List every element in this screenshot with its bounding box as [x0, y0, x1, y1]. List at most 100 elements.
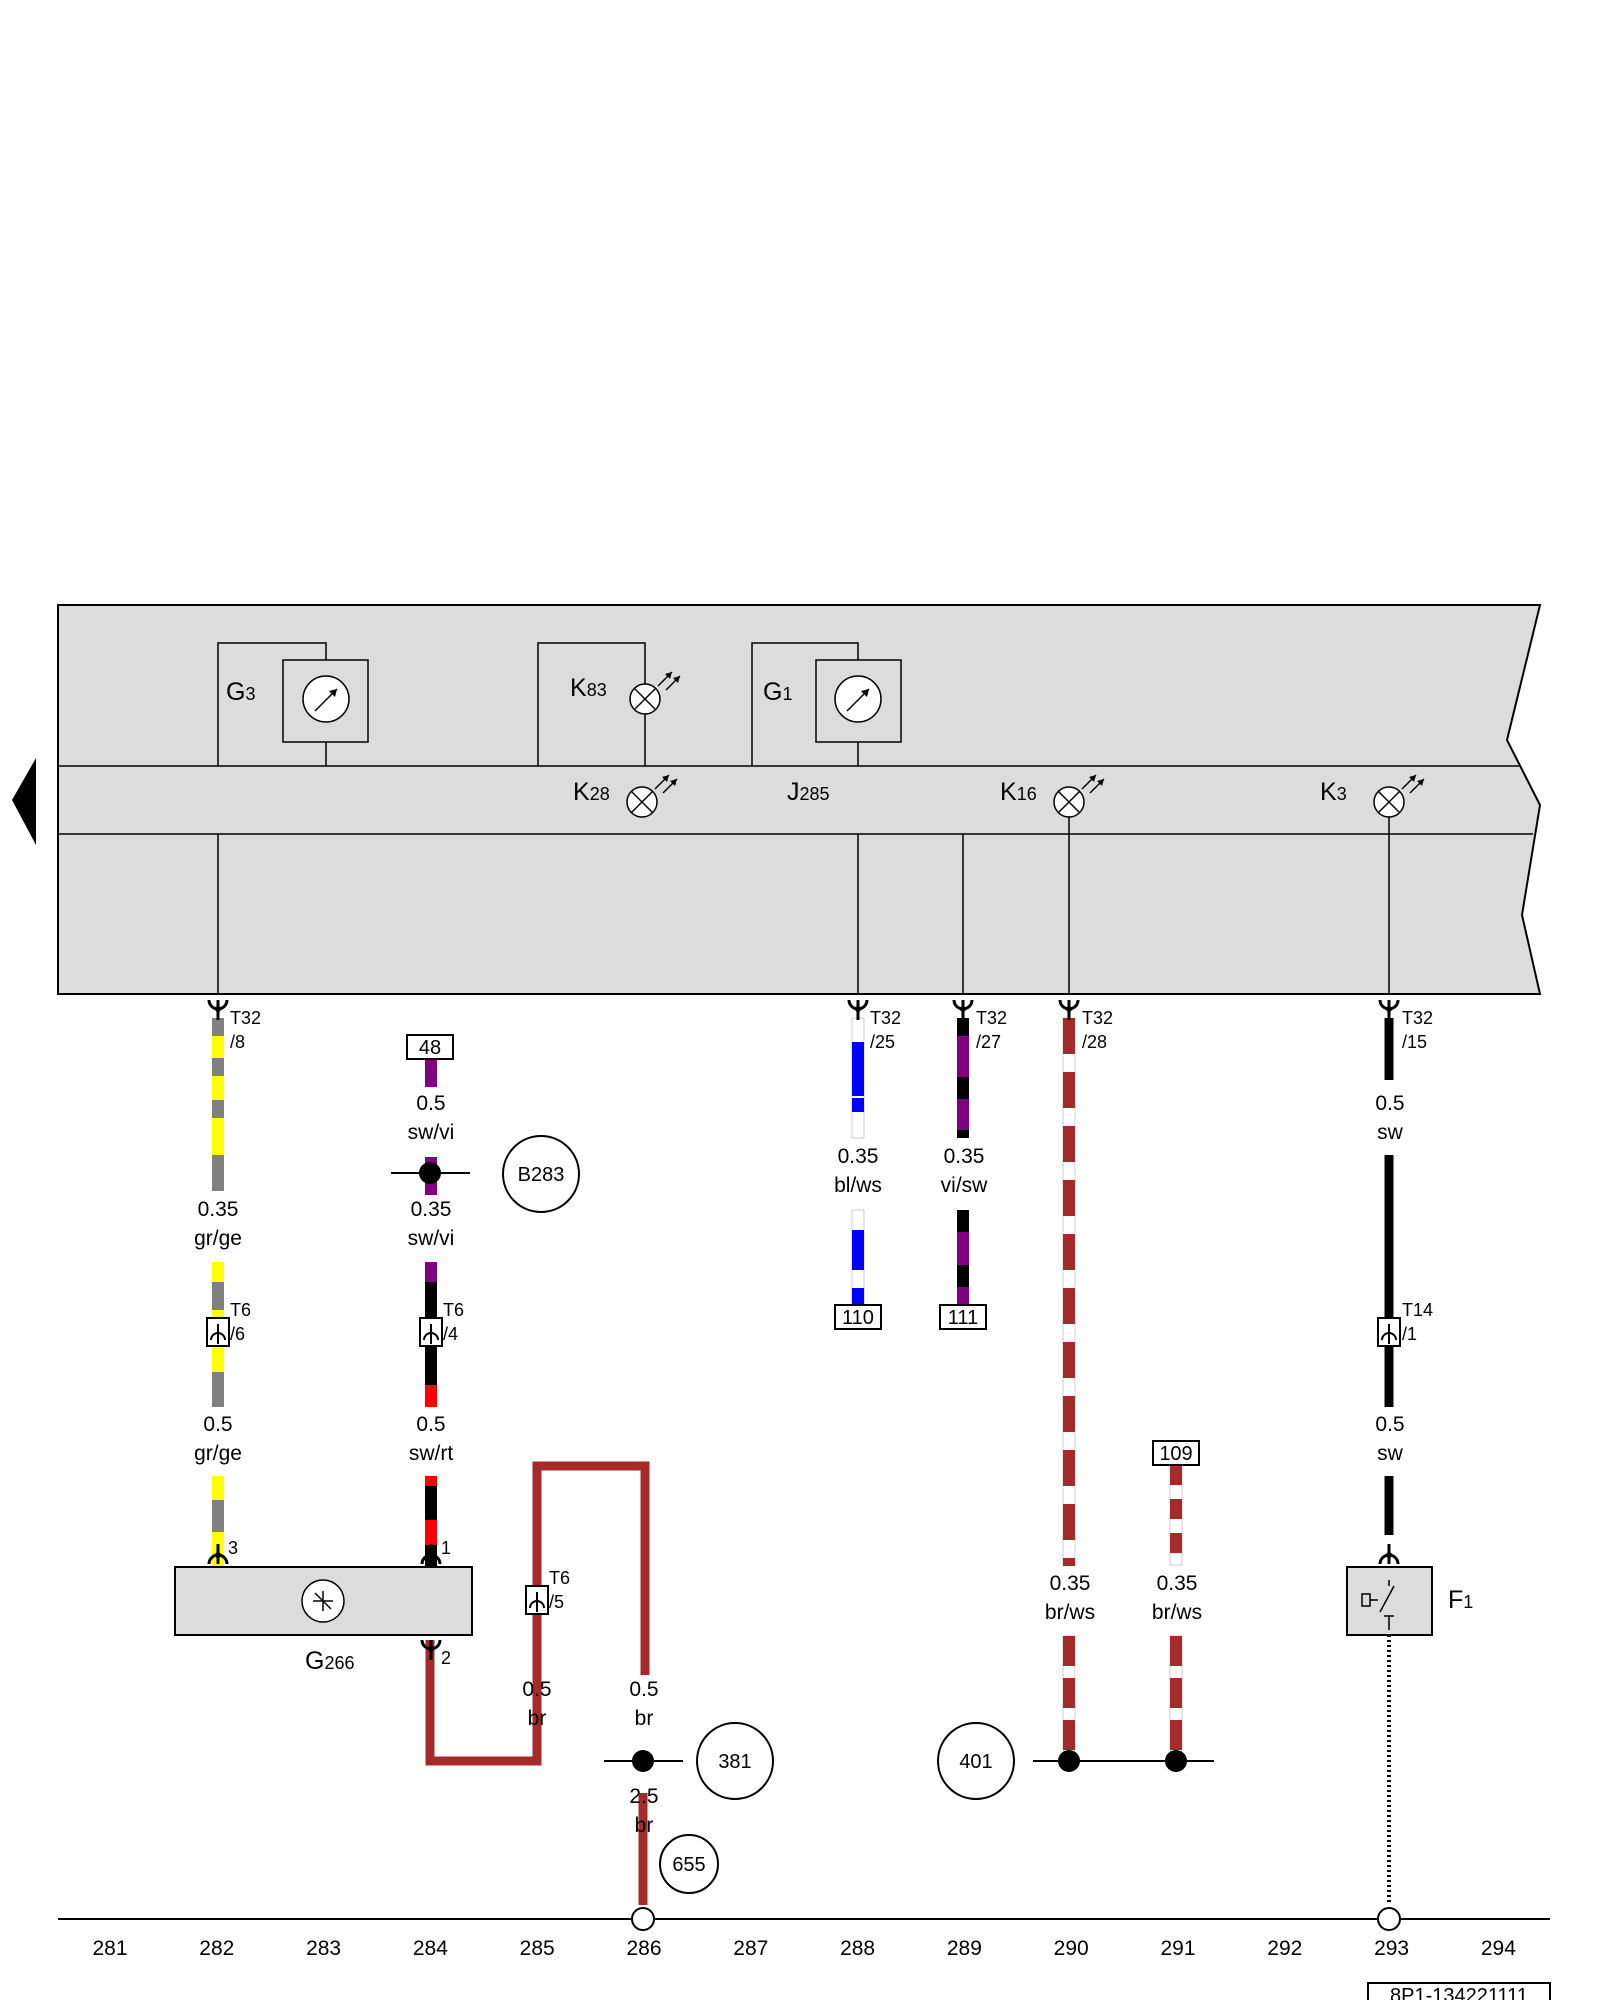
lamp-k28: K28 [573, 774, 678, 818]
wire-color-label: br [635, 1707, 654, 1730]
column-number: 293 [1374, 1937, 1409, 1960]
label-t6-pin: /5 [549, 1592, 564, 1612]
previous-page-arrow-icon[interactable] [12, 758, 36, 845]
gauge-g3: G3 [217, 642, 369, 766]
label-pin-2: 2 [441, 1648, 451, 1668]
inline-connector-t14-1: T14 /1 [1377, 1300, 1433, 1347]
pin-3-icon [207, 1542, 229, 1566]
column-number: 284 [413, 1937, 448, 1960]
wire-size-label: 0.5 [629, 1678, 658, 1701]
label-t6-pin: /4 [443, 1324, 458, 1344]
wire-color-label: bl/ws [834, 1174, 882, 1197]
column-number: 291 [1160, 1937, 1195, 1960]
column-number: 288 [840, 1937, 875, 1960]
label-t14-pin: /1 [1402, 1324, 1417, 1344]
pin-2-icon [420, 1638, 442, 1662]
wire-size-label: 0.35 [838, 1145, 879, 1168]
wire-282 [212, 1018, 224, 1566]
wire-289 [957, 1018, 969, 1306]
label-t32-pin: /8 [230, 1032, 245, 1052]
svg-text:48: 48 [419, 1037, 441, 1059]
lamp-k3: K3 [1320, 774, 1425, 994]
column-number: 281 [92, 1937, 127, 1960]
gauge-g1: G1 [751, 642, 902, 766]
column-number: 294 [1481, 1937, 1516, 1960]
splice-381: 381 [604, 1722, 774, 1800]
label-j285: J285 [787, 778, 830, 806]
connector-t32-8-icon [207, 998, 229, 1022]
svg-text:381: 381 [718, 1751, 751, 1773]
wire-size-label: 0.5 [416, 1092, 445, 1115]
wire-288 [851, 1017, 865, 1307]
wire-color-label: vi/sw [941, 1174, 989, 1197]
label-t32-pin: /28 [1082, 1032, 1107, 1052]
label-t6: T6 [230, 1300, 251, 1320]
ref-box-109: 109 [1152, 1440, 1200, 1466]
column-number: 286 [626, 1937, 661, 1960]
label-k3: K3 [1320, 778, 1347, 806]
sender-g266: G266 [174, 1566, 473, 1675]
inline-connector-t6-4: T6 /4 [419, 1300, 464, 1347]
column-number: 282 [199, 1937, 234, 1960]
column-number: 290 [1054, 1937, 1089, 1960]
wire-size-label: 0.35 [1050, 1572, 1091, 1595]
connector-t32-25-icon [847, 998, 869, 1022]
document-id: 8P1-134221111 [1367, 1982, 1551, 2000]
wire-size-label: 0.35 [198, 1198, 239, 1221]
splice-401: 401 [937, 1722, 1214, 1800]
label-t32: T32 [1082, 1008, 1113, 1028]
column-number: 287 [733, 1937, 768, 1960]
label-g3: G3 [226, 678, 255, 706]
wire-290 [1062, 1017, 1076, 1755]
lamp-k16: K16 [1000, 774, 1105, 994]
label-g1: G1 [763, 678, 792, 706]
ref-box-110: 110 [834, 1304, 882, 1330]
svg-text:401: 401 [959, 1751, 992, 1773]
wire-size-label: 0.35 [944, 1145, 985, 1168]
label-t14: T14 [1402, 1300, 1433, 1320]
connector-t32-15-icon [1378, 998, 1400, 1022]
wire-size-label: 0.35 [411, 1198, 452, 1221]
column-number: 283 [306, 1937, 341, 1960]
wire-color-label: sw/rt [409, 1442, 453, 1465]
svg-text:655: 655 [672, 1854, 705, 1876]
label-t32-pin: /27 [976, 1032, 1001, 1052]
instrument-cluster-panel [57, 604, 1542, 995]
wire-color-label: br [528, 1707, 547, 1730]
wire-color-label: br [635, 1814, 654, 1837]
label-t6-pin: /6 [230, 1324, 245, 1344]
switch-plug-icon [1378, 1542, 1400, 1566]
label-t32: T32 [870, 1008, 901, 1028]
wire-color-label: sw/vi [408, 1227, 455, 1250]
label-pin-1: 1 [441, 1538, 451, 1558]
label-f1: F1 [1448, 1586, 1473, 1614]
label-t32-pin: /15 [1402, 1032, 1427, 1052]
wire-size-label: 2.5 [629, 1785, 658, 1808]
label-k16: K16 [1000, 778, 1037, 806]
label-t6: T6 [443, 1300, 464, 1320]
svg-text:111: 111 [948, 1307, 978, 1329]
label-t32: T32 [230, 1008, 261, 1028]
label-g266: G266 [305, 1647, 355, 1675]
connector-t32-28-icon [1058, 998, 1080, 1022]
column-number: 289 [947, 1937, 982, 1960]
wire-size-label: 0.5 [203, 1413, 232, 1436]
label-t32-pin: /25 [870, 1032, 895, 1052]
splice-b283: B283 [391, 1135, 580, 1213]
svg-text:110: 110 [842, 1307, 874, 1329]
wire-color-label: gr/ge [194, 1227, 242, 1250]
switch-f1: F1 [1346, 1566, 1473, 1636]
wire-size-label: 0.5 [1375, 1092, 1404, 1115]
svg-text:109: 109 [1159, 1443, 1192, 1465]
connector-t32-27-icon [952, 998, 974, 1022]
ground-655: 655 [659, 1834, 719, 1894]
label-t6: T6 [549, 1568, 570, 1588]
svg-text:B283: B283 [518, 1164, 565, 1186]
label-t32: T32 [976, 1008, 1007, 1028]
ref-box-111: 111 [939, 1304, 987, 1330]
wire-color-label: br/ws [1045, 1601, 1095, 1624]
ref-box-48: 48 [406, 1034, 454, 1060]
wire-color-label: br/ws [1152, 1601, 1202, 1624]
